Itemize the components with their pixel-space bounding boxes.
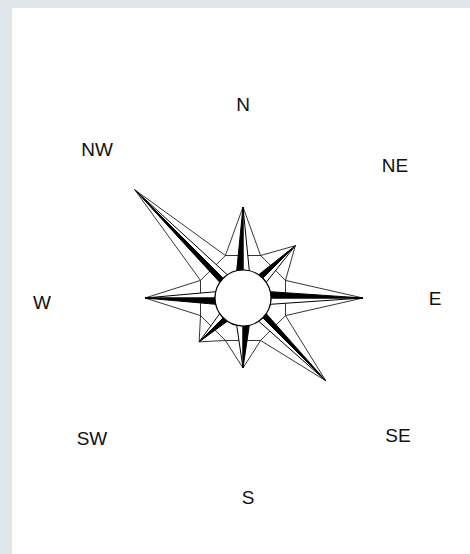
direction-label: W xyxy=(33,293,51,312)
spike-dark xyxy=(243,325,249,368)
spike-dark xyxy=(135,190,223,283)
direction-label: NE xyxy=(382,156,408,175)
outline-line xyxy=(135,190,201,281)
direction-label: SE xyxy=(385,426,410,445)
spike-dark xyxy=(263,314,326,381)
spike-dark xyxy=(199,318,227,342)
direction-label: E xyxy=(429,289,442,308)
spike-light xyxy=(145,292,216,298)
outline-line xyxy=(199,340,225,341)
spike-light xyxy=(237,325,243,368)
spike-dark xyxy=(237,207,243,271)
spike-light xyxy=(270,298,363,304)
outline-line xyxy=(199,316,200,342)
spike-dark xyxy=(259,246,296,279)
outline-line xyxy=(135,190,226,256)
spike-dark xyxy=(145,298,216,304)
direction-label: N xyxy=(236,95,250,114)
spike-light xyxy=(243,207,249,271)
spike-dark xyxy=(270,292,363,298)
center-circle xyxy=(215,270,271,326)
direction-label: SW xyxy=(77,429,108,448)
direction-label: S xyxy=(242,488,255,507)
rose-figure xyxy=(135,190,363,381)
direction-label: NW xyxy=(81,140,113,159)
